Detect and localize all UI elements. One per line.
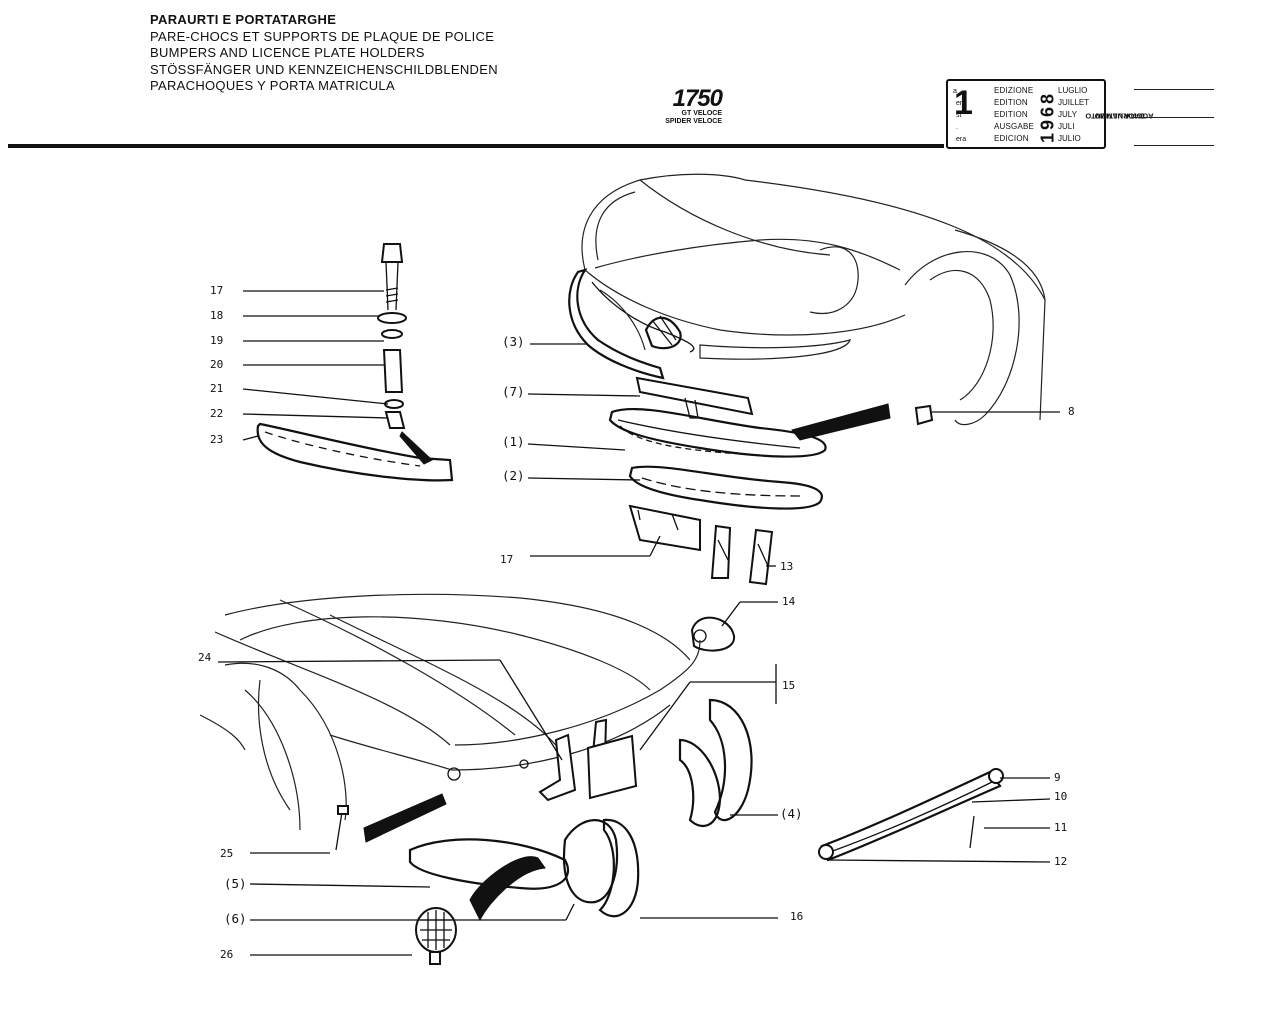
callout-13: 13 [780, 560, 794, 573]
part-6-grille [562, 818, 640, 918]
callout-5: (5) [224, 876, 247, 891]
edition-word-de: AUSGABE [994, 122, 1035, 131]
fixing-hole [519, 759, 529, 769]
callout-2: (2) [502, 468, 525, 483]
callout-23: 23 [210, 433, 224, 446]
title-french: PARE-CHOCS ET SUPPORTS DE PLAQUE DE POLI… [150, 28, 495, 44]
part-15-license-plate [586, 734, 638, 800]
callout-25: 25 [220, 847, 234, 860]
callout-3: (3) [502, 334, 525, 349]
callout-26: 26 [220, 948, 234, 961]
callout-4: (4) [780, 806, 803, 821]
edition-word-it: EDIZIONE [994, 86, 1034, 95]
edition-box: 1 a ere st . era EDIZIONE EDITION EDITIO… [946, 79, 1106, 149]
part-5-corner-bumper [408, 838, 570, 922]
edition-ordinal: . [956, 124, 958, 131]
update-date-line [1134, 89, 1214, 90]
part-3-bumper-with-grille [568, 268, 695, 380]
part-26-lamp [415, 907, 457, 965]
fixing-hole [447, 767, 461, 781]
part-7-plate-bracket [635, 376, 754, 419]
callout-9: 9 [1054, 771, 1061, 784]
part-13-plate-lights [710, 524, 774, 586]
callout-17-bolt: 17 [210, 284, 224, 297]
edition-ordinal: st [956, 112, 962, 119]
title-spanish: PARACHOQUES Y PORTA MATRICULA [150, 78, 395, 93]
callout-20: 20 [210, 358, 224, 371]
model-variant-gt: GT VELOCE [681, 110, 722, 117]
edition-number: 1 [954, 84, 973, 122]
callout-14: 14 [782, 595, 796, 608]
edition-ordinal: era [956, 136, 967, 143]
title-german: STÖSSFÄNGER UND KENNZEICHENSCHILDBLENDEN [150, 61, 498, 77]
callout-8: 8 [1068, 405, 1075, 418]
model-number: 1750 [672, 85, 723, 112]
bolt-assembly-17-23 [256, 243, 454, 482]
callout-15: 15 [782, 679, 796, 692]
model-block: 1750 GT VELOCE SPIDER VELOCE [640, 85, 723, 126]
leader-lines [217, 290, 1060, 956]
edition-month-es: JULIO [1058, 134, 1081, 143]
edition-ordinal: a [953, 88, 957, 95]
edition-month-de: JULI [1058, 122, 1075, 131]
part-1-front-bumper [608, 407, 827, 458]
callout-1: (1) [502, 434, 525, 449]
part-2-rear-bumper [628, 465, 823, 510]
edition-ordinal: ere [956, 100, 967, 107]
title-block: PARAURTI E PORTATARGHE PARE-CHOCS ET SUP… [150, 12, 498, 95]
edition-month-it: LUGLIO [1058, 86, 1088, 95]
callout-21: 21 [210, 382, 224, 395]
header-rule [8, 144, 944, 148]
callout-11: 11 [1054, 821, 1068, 834]
callout-24: 24 [198, 651, 212, 664]
edition-word-fr: EDITION [994, 98, 1028, 107]
upper-car-outline [581, 173, 1046, 426]
callout-10: 10 [1054, 790, 1068, 803]
edition-month-fr: JUILLET [1058, 98, 1090, 107]
part-17-plate-holder [628, 504, 701, 552]
title-english: BUMPERS AND LICENCE PLATE HOLDERS [150, 45, 425, 60]
callout-19: 19 [210, 334, 224, 347]
callout-6: (6) [224, 911, 247, 926]
edition-word-es: EDICION [994, 134, 1029, 143]
callout-22: 22 [210, 407, 224, 420]
part-4-overrider [678, 698, 753, 828]
part-14-lamp [690, 616, 735, 652]
part-25-bolt [335, 805, 349, 851]
callout-16: 16 [790, 910, 804, 923]
callout-7: (7) [502, 384, 525, 399]
callout-12: 12 [1054, 855, 1068, 868]
arrow-indicator [791, 403, 891, 441]
part-8-bush [914, 404, 934, 426]
parts-9-12-bumper-strip [818, 768, 1004, 862]
update-date-line [1134, 145, 1214, 146]
update-date-line [1134, 117, 1214, 118]
lower-car-outline [199, 593, 701, 831]
callout-17-plate-holder: 17 [500, 553, 514, 566]
edition-word-en: EDITION [994, 110, 1028, 119]
model-variant-spider: SPIDER VELOCE [665, 118, 722, 125]
arrow-indicator [363, 793, 447, 843]
callout-18: 18 [210, 309, 224, 322]
title-italian: PARAURTI E PORTATARGHE [150, 12, 337, 27]
edition-month-en: JULY [1058, 110, 1077, 119]
